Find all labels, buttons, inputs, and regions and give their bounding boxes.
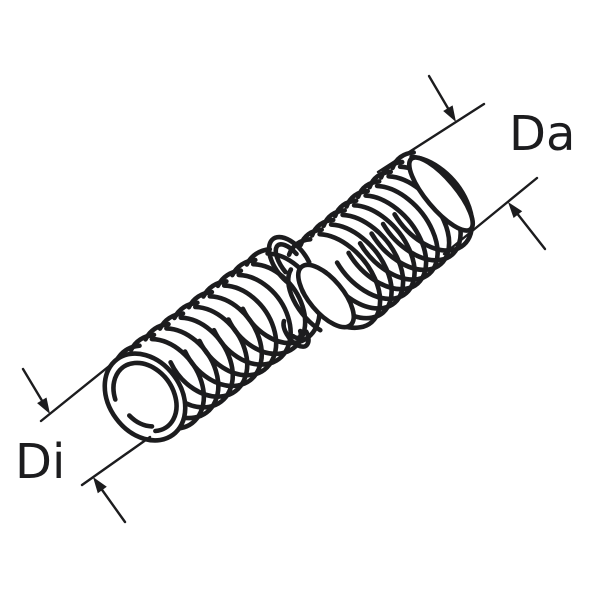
inner-diameter-upper-arrow-shaft xyxy=(21,367,46,406)
inner-diameter-lower-arrow-shaft xyxy=(98,485,127,524)
outer-diameter-upper-extension-line xyxy=(376,102,486,174)
inner-diameter-dimension xyxy=(21,361,152,524)
corrugation-ridge-tick xyxy=(378,159,405,180)
corrugation-ridge-tick xyxy=(309,217,336,238)
hose-opening-inner-fragment xyxy=(127,413,155,429)
outer-diameter-dimension xyxy=(376,74,547,256)
outer-diameter-lower-arrow-shaft xyxy=(514,210,547,251)
dimension-annotations xyxy=(21,74,547,524)
hose-end-ring xyxy=(406,155,476,233)
corrugation-ridge-tick xyxy=(332,198,359,219)
corrugation-ridge-tick xyxy=(355,179,382,200)
corrugation-arc xyxy=(168,304,250,399)
inner-diameter-lower-extension-line xyxy=(80,435,152,487)
corrugation-arc xyxy=(334,203,417,302)
corrugation-ridge-tick xyxy=(230,257,258,278)
corrugation-ridge-tick xyxy=(157,311,186,331)
corrugation-ridge-tick xyxy=(201,279,229,299)
corrugation-ridge-tick xyxy=(344,188,370,209)
inner-diameter-upper-extension-line xyxy=(39,361,115,423)
corrugation-ridge-tick xyxy=(128,332,157,353)
corrugation-ridge-tick xyxy=(321,208,347,229)
corrugation-ridge-tick xyxy=(286,237,313,257)
dimension-labels: Da Di xyxy=(15,106,575,490)
arrowhead-icon xyxy=(443,105,456,122)
corrugation-arc xyxy=(211,272,293,367)
corrugation-ridge-tick xyxy=(186,289,215,310)
bend-first-ring xyxy=(296,262,356,330)
arrowhead-icon xyxy=(37,397,50,414)
corrugation-ridge-tick xyxy=(298,227,324,248)
corrugation-arc xyxy=(197,283,279,378)
bend-hanging-loop xyxy=(281,318,311,349)
corrugation-ridge-tick xyxy=(172,300,200,321)
corrugation-arc xyxy=(182,294,264,389)
corrugation-ridge-tick xyxy=(367,169,393,190)
bend-end-rim-outer xyxy=(266,234,312,286)
outer-diameter-label: Da xyxy=(509,106,575,162)
inner-diameter-label: Di xyxy=(15,434,65,490)
corrugation-arc xyxy=(346,193,429,292)
bend-loop-fragment xyxy=(290,328,304,341)
arrowhead-icon xyxy=(508,202,523,218)
bend-first-ring-inner-arc xyxy=(285,267,323,333)
hose-opening-inner-rim xyxy=(111,360,179,434)
arrowhead-icon xyxy=(93,477,107,494)
corrugation-arc xyxy=(357,183,440,282)
hose-drawing xyxy=(102,150,476,443)
corrugation-ridge-tick xyxy=(215,268,244,289)
corrugation-ridge-tick xyxy=(143,321,171,342)
hose-bend-joint xyxy=(266,234,312,349)
corrugation-ridge-tick xyxy=(244,247,273,267)
outer-diameter-lower-extension-line xyxy=(442,176,539,256)
outer-diameter-upper-arrow-shaft xyxy=(427,74,451,112)
